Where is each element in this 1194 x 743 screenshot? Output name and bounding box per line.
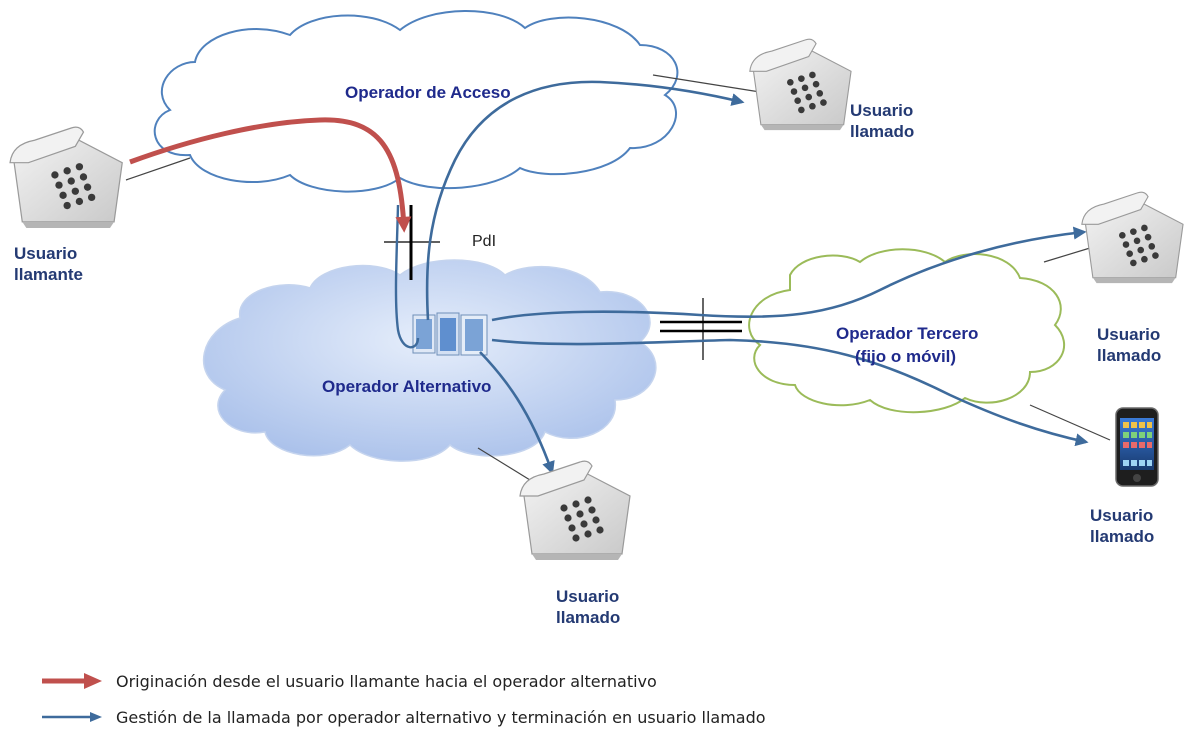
called-right-link-line bbox=[1043, 247, 1091, 263]
called-phone-top-icon bbox=[749, 38, 852, 131]
management-arrow-loop bbox=[394, 204, 420, 349]
called-top-label-line2: llamado bbox=[850, 122, 915, 141]
origination-arrow bbox=[129, 117, 412, 233]
management-arrow-to-mobile bbox=[491, 338, 1089, 447]
third-operator-label-line2: (fijo o móvil) bbox=[855, 347, 957, 366]
alternative-operator-label: Operador Alternativo bbox=[322, 377, 492, 396]
called-bottom-label: Usuario llamado bbox=[556, 586, 620, 628]
called-bottom-label-line1: Usuario bbox=[556, 587, 620, 606]
pdi-label: PdI bbox=[472, 233, 497, 250]
access-operator-label: Operador de Acceso bbox=[345, 83, 511, 102]
alternative-operator-cloud bbox=[202, 259, 657, 462]
management-arrow-to-bottom-called bbox=[479, 351, 555, 475]
called-mobile-label-line1: Usuario bbox=[1090, 506, 1154, 525]
caller-phone-icon bbox=[9, 126, 123, 229]
caller-link-line bbox=[125, 157, 191, 181]
switch-equipment-icon bbox=[412, 312, 488, 356]
called-mobile-label: Usuario llamado bbox=[1090, 505, 1154, 547]
third-operator-cloud bbox=[748, 248, 1066, 414]
third-operator-label-line1: Operador Tercero bbox=[836, 324, 979, 343]
caller-label-line2: llamante bbox=[14, 265, 83, 284]
legend-management-text: Gestión de la llamada por operador alter… bbox=[116, 707, 766, 727]
mobile-link-line bbox=[1029, 404, 1111, 441]
management-arrow-to-right-called bbox=[491, 226, 1087, 322]
legend-management: Gestión de la llamada por operador alter… bbox=[116, 705, 766, 729]
access-operator-cloud bbox=[153, 10, 679, 193]
called-phone-right-icon bbox=[1081, 191, 1184, 284]
legend-origination: Originación desde el usuario llamante ha… bbox=[116, 669, 657, 693]
called-bottom-label-line2: llamado bbox=[556, 608, 621, 627]
called-right-label: Usuario llamado bbox=[1097, 324, 1161, 366]
called-right-label-line2: llamado bbox=[1097, 346, 1162, 365]
called-top-link-line bbox=[652, 74, 761, 93]
caller-label: Usuario llamante bbox=[14, 243, 83, 285]
management-arrow-to-top-called bbox=[425, 80, 745, 321]
called-mobile-label-line2: llamado bbox=[1090, 527, 1155, 546]
caller-label-line1: Usuario bbox=[14, 244, 78, 263]
called-right-label-line1: Usuario bbox=[1097, 325, 1161, 344]
called-top-label: Usuario llamado bbox=[850, 100, 914, 142]
called-top-label-line1: Usuario bbox=[850, 101, 914, 120]
legend-blue-arrow-icon bbox=[42, 712, 102, 722]
called-phone-bottom-icon bbox=[519, 460, 631, 561]
mobile-phone-icon bbox=[1115, 407, 1159, 487]
called-bottom-link-line bbox=[477, 447, 531, 481]
legend-origination-text: Originación desde el usuario llamante ha… bbox=[116, 671, 657, 691]
legend-red-arrow-icon bbox=[42, 673, 102, 689]
